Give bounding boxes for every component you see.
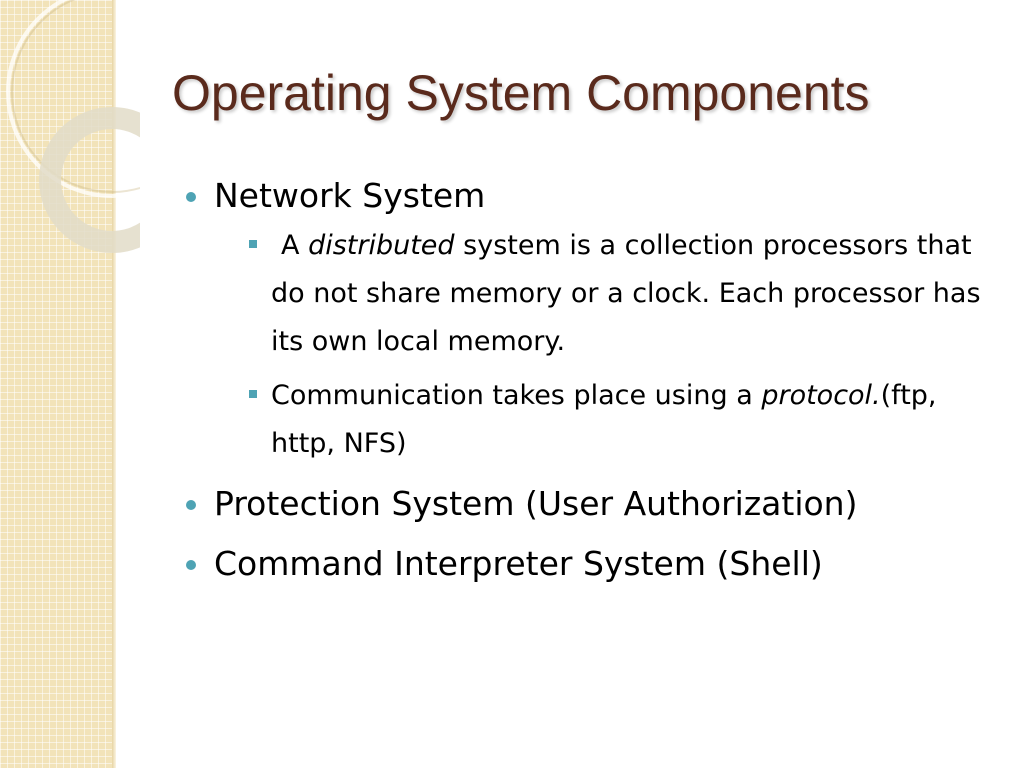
sub-bullet-lead: Communication takes place using a <box>271 380 762 411</box>
slide-title: Operating System Components <box>172 65 870 121</box>
bullet-dot-icon <box>186 192 196 202</box>
bullet-list: Network System A distributed system is a… <box>186 172 996 600</box>
bullet-text: Protection System (User Authorization) <box>214 484 858 523</box>
bullet-dot-icon <box>186 500 196 510</box>
bullet-text: Network System <box>214 176 486 215</box>
bullet-command-interpreter: Command Interpreter System (Shell) <box>186 540 996 588</box>
sub-bullet-rest: (ftp, http, NFS) <box>271 380 937 459</box>
sub-bullet-list: A distributed system is a collection pro… <box>214 222 996 468</box>
sub-bullet-lead: A <box>281 230 300 261</box>
sub-bullet-rest: system is a collection processors that d… <box>271 230 981 357</box>
bullet-protection-system: Protection System (User Authorization) <box>186 480 996 528</box>
bullet-dot-icon <box>186 560 196 570</box>
sub-bullet-distributed: A distributed system is a collection pro… <box>214 222 996 366</box>
decorative-rings <box>6 0 140 253</box>
sub-bullet-communication: Communication takes place using a protoc… <box>214 372 996 468</box>
sub-bullet-emphasis: distributed <box>308 230 455 261</box>
bullet-network-system: Network System A distributed system is a… <box>186 172 996 468</box>
bullet-text: Command Interpreter System (Shell) <box>214 544 823 583</box>
side-band-edge <box>112 0 116 768</box>
square-bullet-icon <box>249 390 257 398</box>
sub-bullet-emphasis: protocol. <box>761 380 881 411</box>
square-bullet-icon <box>249 240 257 248</box>
